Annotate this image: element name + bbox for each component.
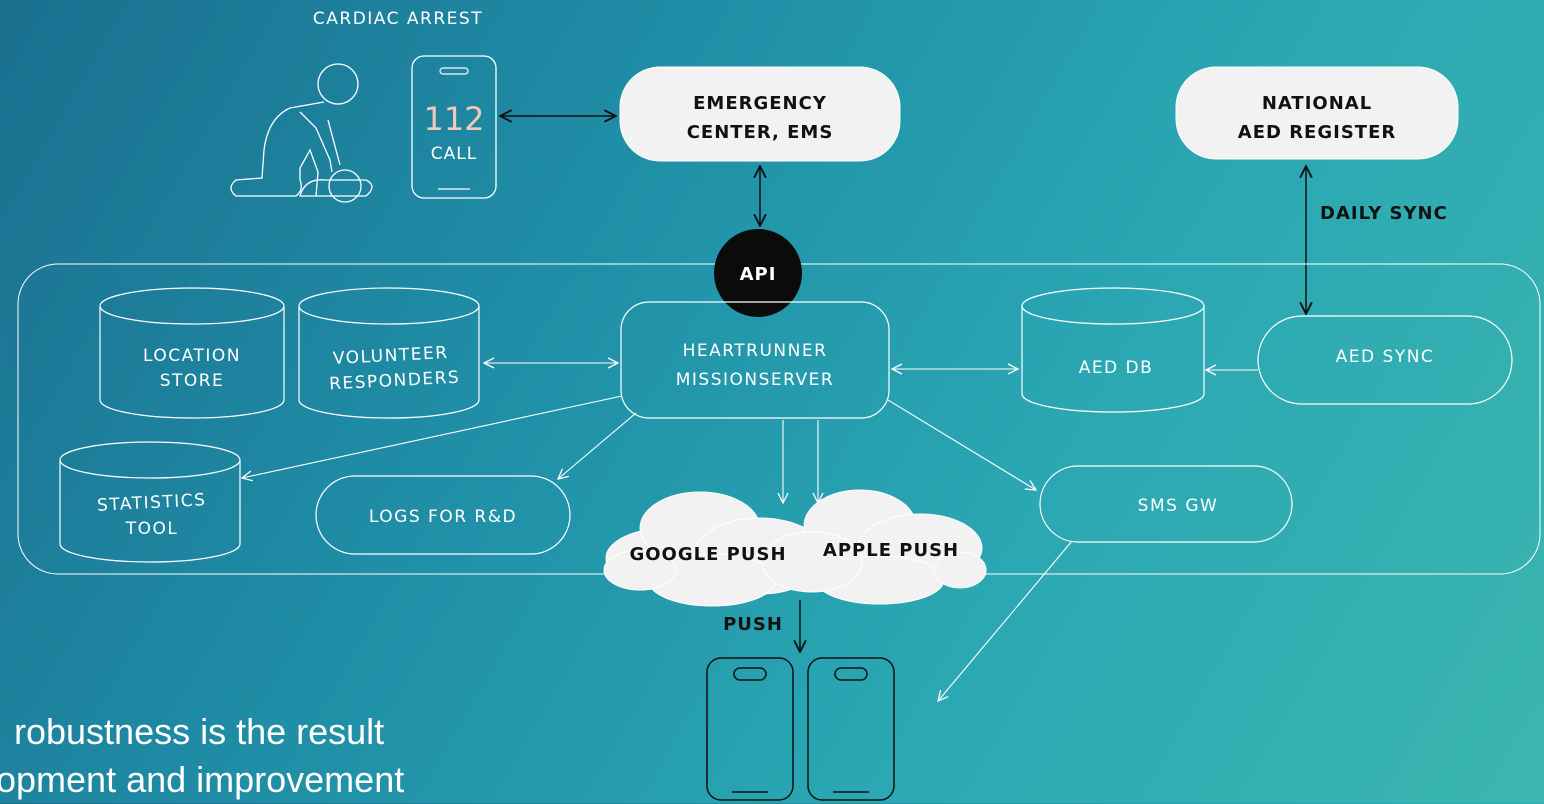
aed-sync-node: AED SYNC <box>1257 315 1513 405</box>
national-aed-register-node: NATIONAL AED REGISTER <box>1175 66 1459 160</box>
smartphone-icon <box>807 657 895 801</box>
volunteer-responders-database: VOLUNTEER RESPONDERS <box>298 287 480 419</box>
missionserver-line1: HEARTRUNNER <box>683 341 828 361</box>
sms-gw-label: SMS GW <box>1138 496 1219 516</box>
emergency-center-node: EMERGENCY CENTER, EMS <box>619 66 901 162</box>
missionserver-to-statistics-connector <box>242 395 623 478</box>
slide-caption: robustness is the result opment and impr… <box>0 708 404 804</box>
call-number: 112 <box>423 100 484 138</box>
heartrunner-missionserver-node: HEARTRUNNER MISSIONSERVER <box>620 301 890 419</box>
api-label: API <box>740 264 777 285</box>
missionserver-to-logs-connector <box>558 412 637 479</box>
cardiac-arrest-label: CARDIAC ARREST <box>313 9 483 29</box>
statistics-tool-database: STATISTICS TOOL <box>59 441 241 563</box>
location-store-line1: LOCATION <box>143 346 241 366</box>
caption-line1: robustness is the result <box>14 711 385 752</box>
logs-for-rd-node: LOGS FOR R&D <box>315 475 571 555</box>
apple-push-label: APPLE PUSH <box>823 540 959 561</box>
missionserver-line2: MISSIONSERVER <box>676 370 834 390</box>
google-push-label: GOOGLE PUSH <box>629 544 786 565</box>
call-label: CALL <box>431 144 477 164</box>
daily-sync-label: DAILY SYNC <box>1320 203 1448 224</box>
national-register-line1: NATIONAL <box>1262 93 1372 114</box>
sms-to-phones-connector <box>938 540 1073 701</box>
emergency-call-phone-icon: 112 CALL <box>411 55 497 199</box>
logs-label: LOGS FOR R&D <box>369 507 517 527</box>
volunteer-responders-line1: VOLUNTEER <box>332 343 449 369</box>
national-register-line2: AED REGISTER <box>1238 122 1396 143</box>
caption-line2: opment and improvement <box>0 759 405 800</box>
volunteer-responders-line2: RESPONDERS <box>329 368 461 395</box>
statistics-tool-line2: TOOL <box>125 519 179 539</box>
aed-sync-label: AED SYNC <box>1336 347 1435 367</box>
location-store-database: LOCATION STORE <box>99 287 285 419</box>
sms-gateway-node: SMS GW <box>1039 465 1293 543</box>
emergency-center-line2: CENTER, EMS <box>687 122 834 143</box>
aed-db-label: AED DB <box>1079 358 1154 378</box>
api-node: API <box>714 229 802 317</box>
missionserver-to-sms-connector <box>887 399 1036 490</box>
location-store-line2: STORE <box>160 371 225 391</box>
push-label: PUSH <box>723 614 783 635</box>
cpr-person-icon <box>230 63 373 203</box>
statistics-tool-line1: STATISTICS <box>97 490 207 516</box>
aed-database: AED DB <box>1021 287 1205 413</box>
smartphone-icon <box>706 657 794 801</box>
emergency-center-line1: EMERGENCY <box>693 93 827 114</box>
push-services-cloud <box>603 489 987 607</box>
